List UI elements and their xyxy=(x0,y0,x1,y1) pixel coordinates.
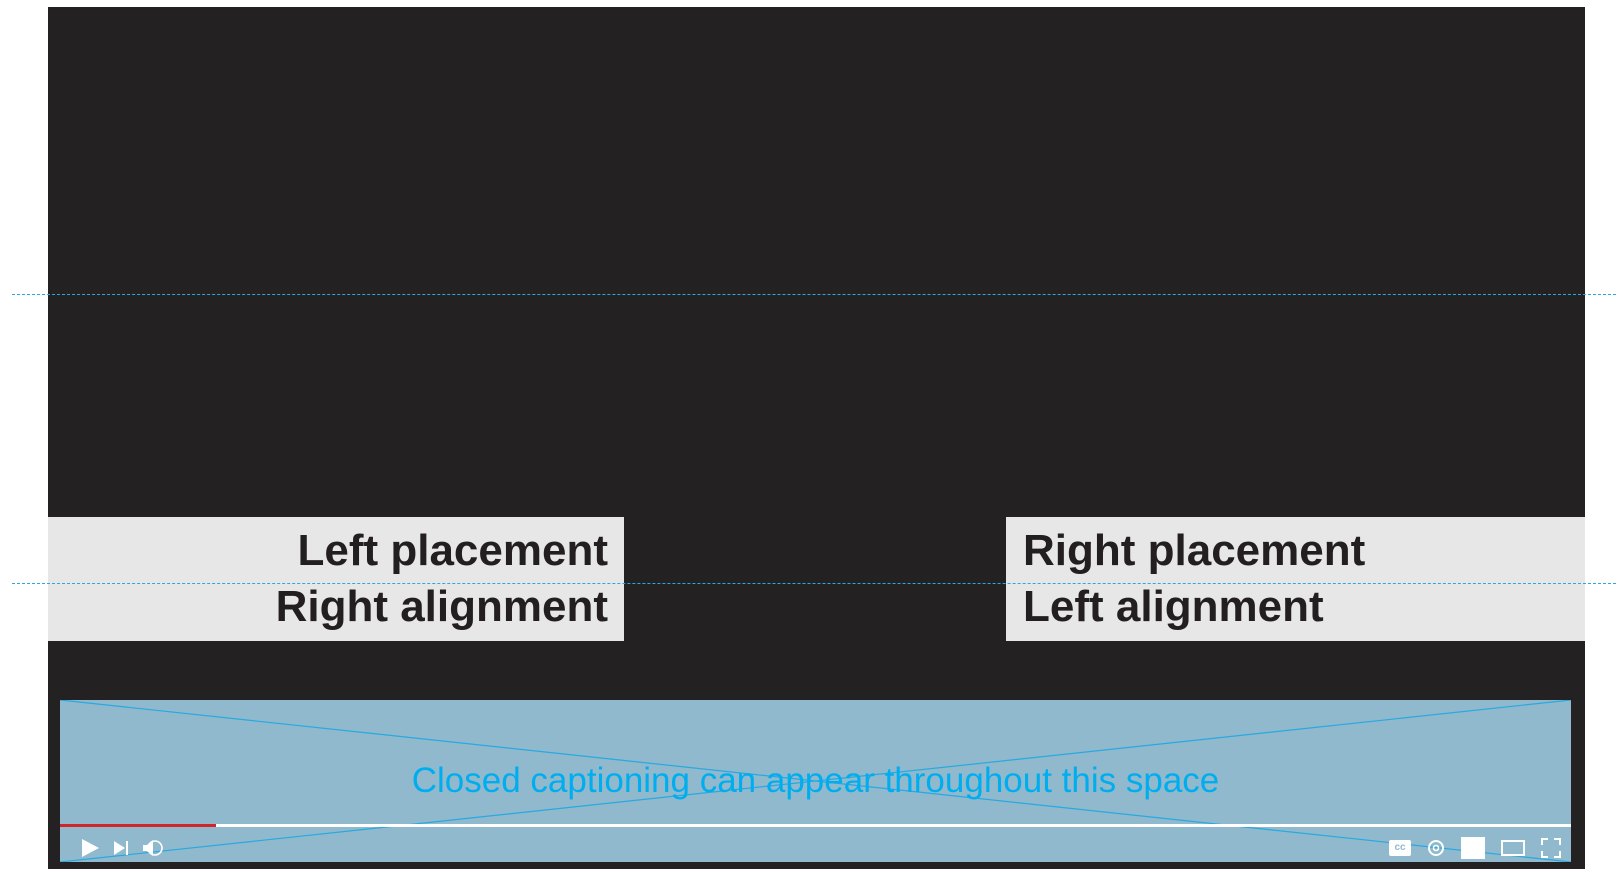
caption-line: Left alignment xyxy=(1023,582,1324,631)
settings-icon[interactable] xyxy=(1427,836,1445,860)
caption-line: Right placement xyxy=(1023,526,1366,575)
placeholder-cross xyxy=(60,700,1571,862)
caption-box-left-placement: Left placement Right alignment xyxy=(48,517,624,641)
guide-line-middle xyxy=(12,583,1616,584)
closed-caption-text: Closed captioning can appear throughout … xyxy=(411,761,1220,800)
miniplayer-icon[interactable] xyxy=(1461,836,1485,860)
controls-right: cc xyxy=(1373,836,1561,860)
fullscreen-icon[interactable] xyxy=(1541,836,1561,860)
caption-line: Right alignment xyxy=(275,582,608,631)
play-icon[interactable] xyxy=(80,836,100,860)
caption-box-right-placement: Right placement Left alignment xyxy=(1006,517,1585,641)
next-icon[interactable] xyxy=(112,836,130,860)
controls-left xyxy=(80,836,176,860)
closed-caption-area: Closed captioning can appear throughout … xyxy=(60,700,1571,862)
progress-played xyxy=(60,824,216,827)
guide-line-top xyxy=(12,294,1616,295)
volume-icon[interactable] xyxy=(142,836,164,860)
progress-bar[interactable] xyxy=(60,824,1571,827)
cc-badge-label: cc xyxy=(1389,840,1411,856)
cc-icon[interactable]: cc xyxy=(1389,836,1411,860)
caption-line: Left placement xyxy=(297,526,608,575)
theater-mode-icon[interactable] xyxy=(1501,836,1525,860)
